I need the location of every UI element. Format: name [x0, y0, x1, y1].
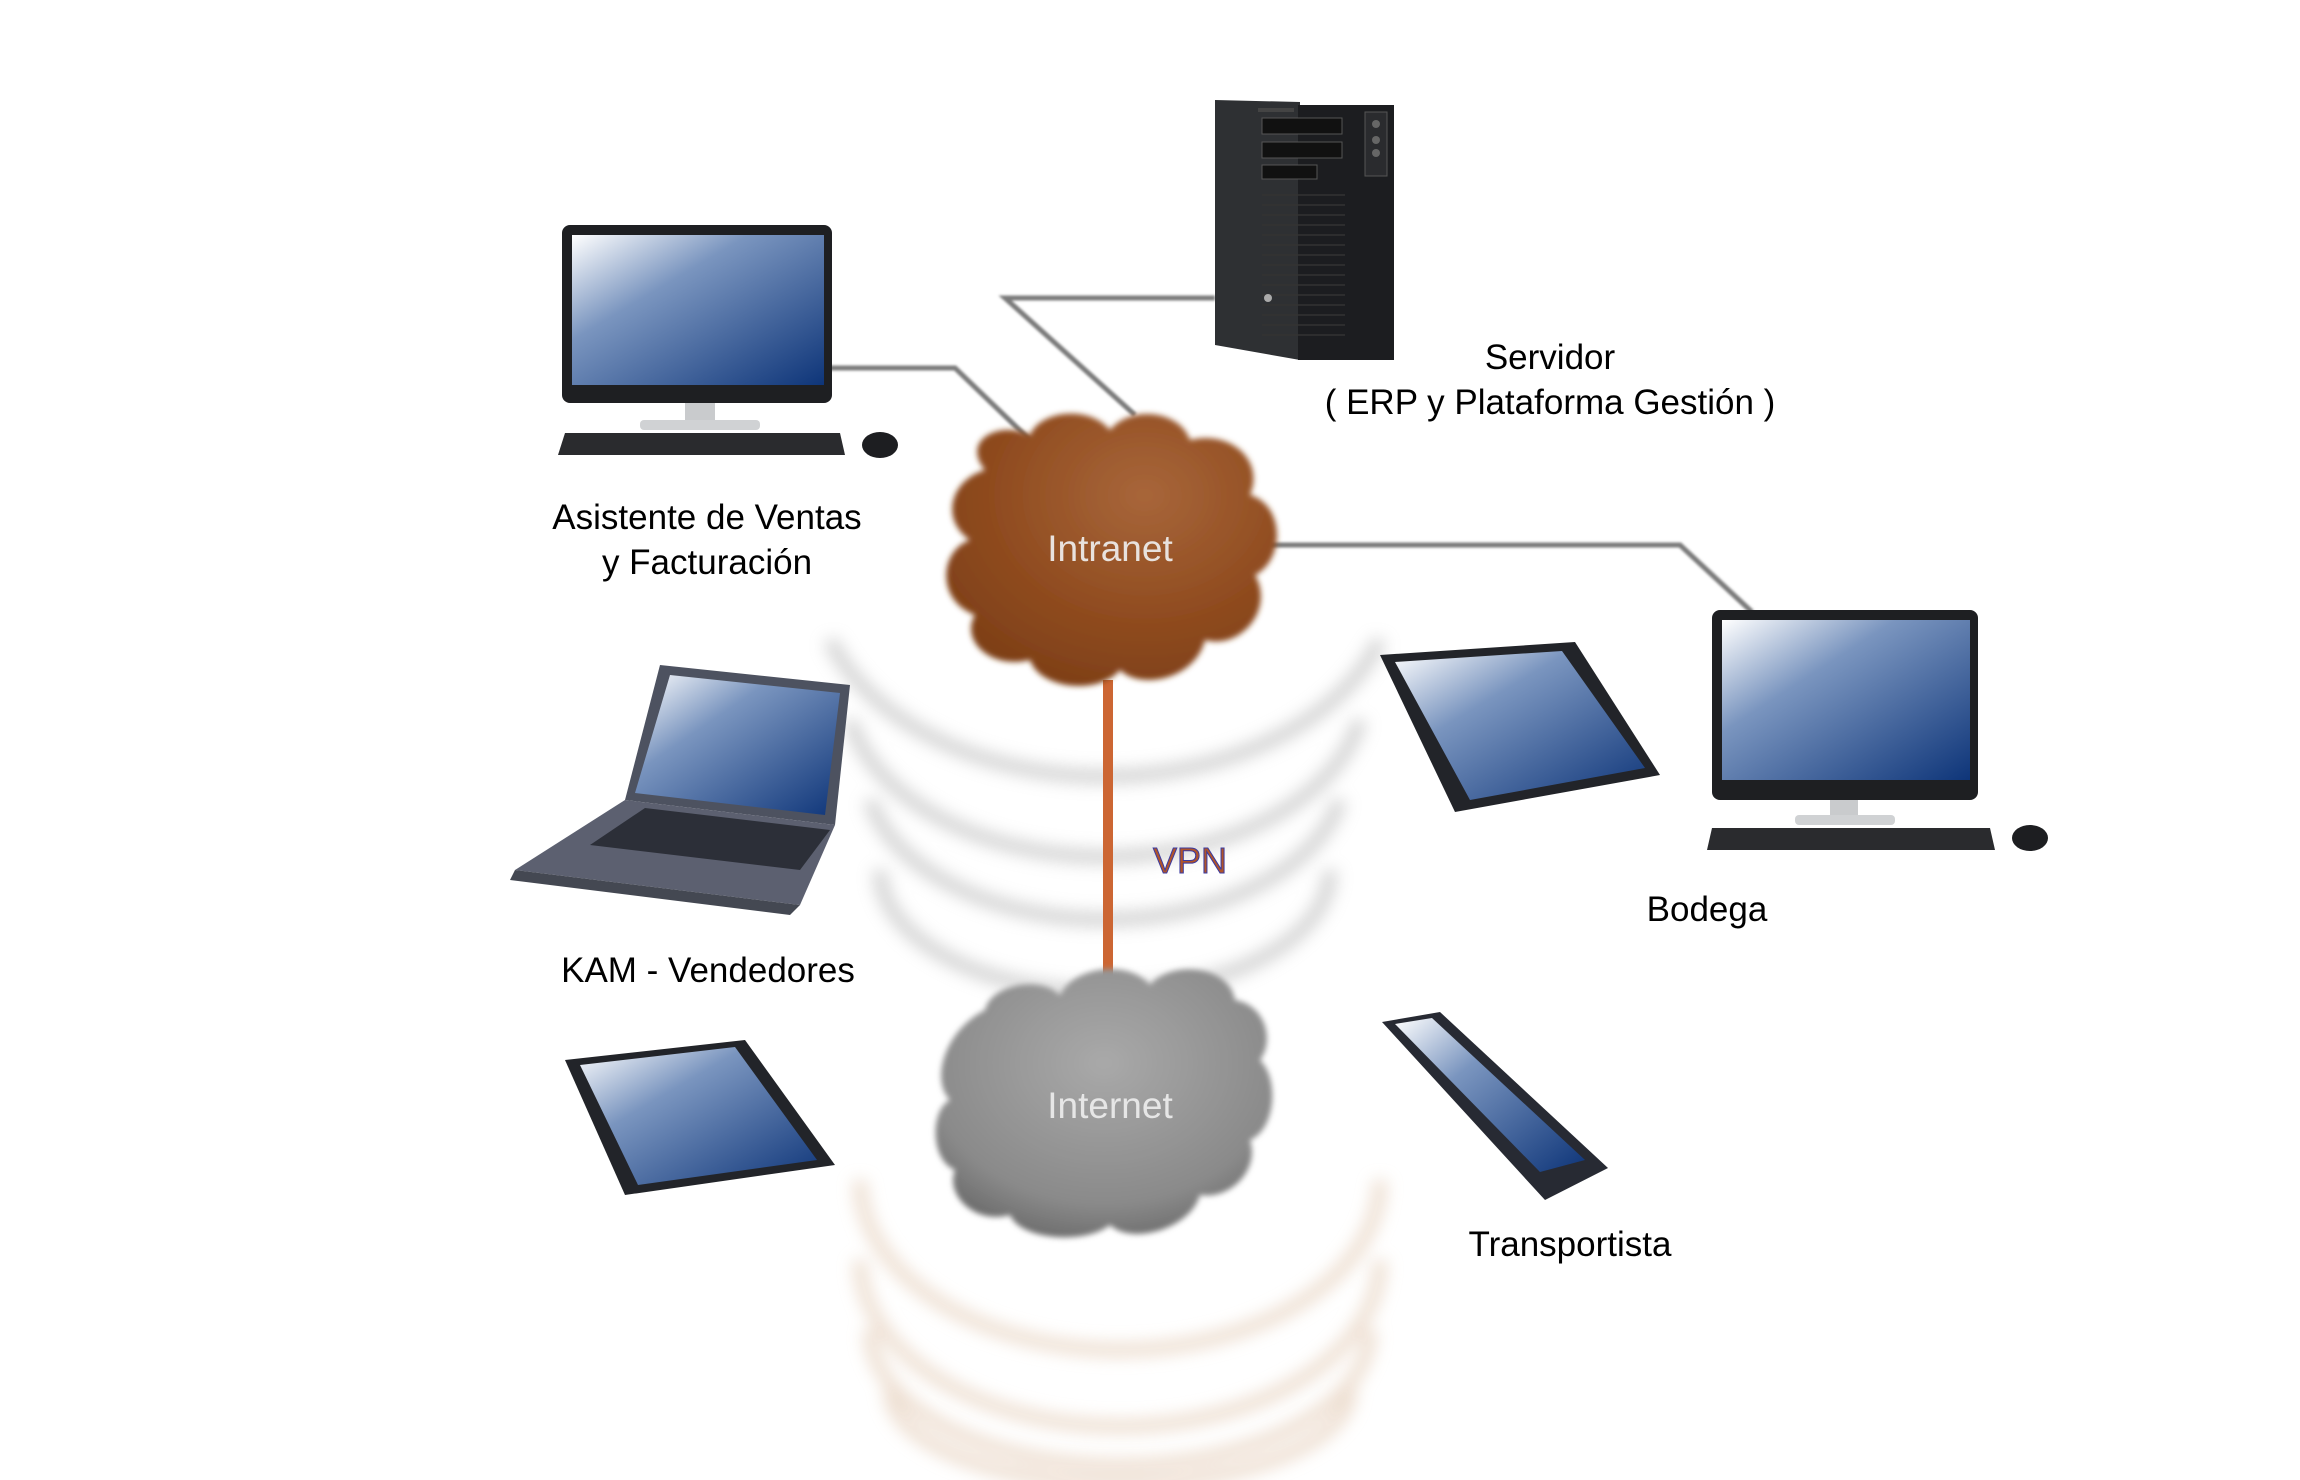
intranet-label: Intranet: [1047, 528, 1173, 569]
connectors: [830, 295, 1754, 614]
server-title: Servidor: [1484, 338, 1616, 377]
vpn-label: VPN: [1152, 840, 1228, 882]
internet-cloud: [935, 968, 1273, 1238]
kam-label: KAM - Vendedores: [561, 951, 855, 990]
smartphone-icon: [1382, 1012, 1608, 1200]
connector-server-to-intranet: [998, 295, 1215, 417]
internet-label: Internet: [1047, 1085, 1173, 1126]
desktop-computer-icon: [558, 225, 898, 458]
tablet-icon: [565, 1040, 835, 1195]
connector-sales-to-intranet: [830, 365, 1032, 442]
sales-assistant-line2: y Facturación: [601, 543, 813, 582]
tablet-icon: [1380, 642, 1660, 812]
intranet-cloud: [946, 413, 1277, 687]
connector-intranet-to-warehouse: [1270, 542, 1754, 614]
server-tower-icon: [1215, 100, 1394, 360]
sales-assistant-line1: Asistente de Ventas: [552, 498, 862, 537]
carrier-label: Transportista: [1468, 1225, 1672, 1264]
server-subtitle: ( ERP y Plataforma Gestión ): [1324, 383, 1776, 422]
sales-assistant-label: Asistente de Ventas y Facturación: [507, 495, 907, 585]
internet-ripples: [853, 1179, 1387, 1480]
warehouse-label: Bodega: [1646, 890, 1768, 929]
laptop-icon: [510, 665, 850, 915]
server-label: Servidor ( ERP y Plataforma Gestión ): [1300, 335, 1800, 425]
desktop-computer-icon: [1707, 610, 2048, 851]
